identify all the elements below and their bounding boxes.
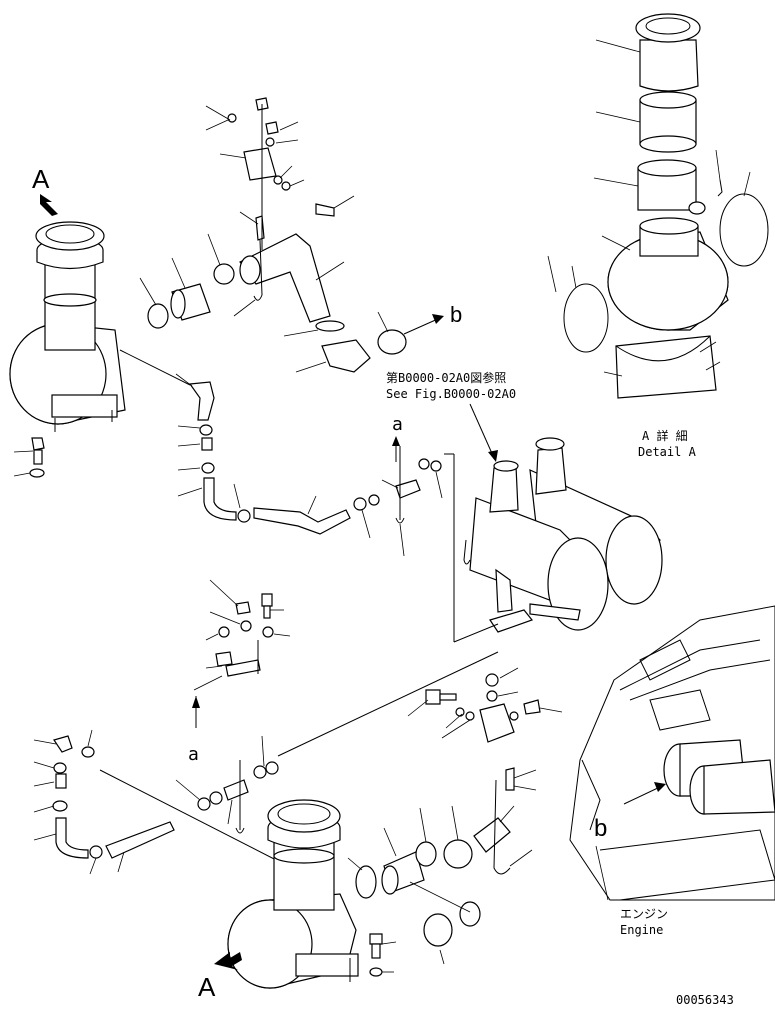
detail-a-label-en: Detail A	[638, 445, 697, 459]
arrow-right-icon	[214, 952, 242, 970]
see-fig-label-en: See Fig.B0000-02A0	[386, 387, 516, 401]
view-a-arrow-lower: A	[198, 952, 242, 1002]
ref-a-label-upper: a	[392, 414, 403, 435]
bracket-assembly-lower	[193, 579, 291, 691]
see-fig-label-jp: 第B0000-02A0図参照	[386, 370, 506, 385]
arrow-right-icon	[654, 782, 666, 792]
hose-chain-upper	[119, 349, 443, 557]
air-cleaner-upper	[9, 221, 126, 432]
ref-arrow-b-top: b	[403, 302, 462, 335]
bolt-and-washer-left	[13, 437, 45, 478]
detail-a-label-jp: A 詳 細	[642, 428, 688, 443]
see-figure-note: 第B0000-02A0図参照 See Fig.B0000-02A0	[386, 370, 516, 462]
ref-arrow-b-engine: b	[594, 782, 666, 842]
twin-air-cleaners	[444, 437, 663, 643]
engine-caption: エンジン Engine	[595, 845, 668, 937]
arrow-right-icon	[432, 314, 444, 324]
view-a-label-top: A	[32, 164, 50, 194]
bracket-assembly-lower-right	[407, 667, 563, 791]
engine-block	[569, 605, 775, 901]
intake-parts-upper	[139, 233, 407, 373]
engine-label-en: Engine	[620, 923, 663, 937]
view-a-arrow-upper: A	[32, 164, 58, 216]
intake-parts-lower	[347, 779, 533, 965]
ref-b-label-top: b	[450, 302, 462, 327]
hose-chain-lower	[33, 651, 499, 875]
bracket-assembly-top	[205, 97, 355, 250]
ref-a-lower: a	[188, 696, 200, 765]
ref-b-label-engine: b	[594, 815, 607, 842]
view-a-label-bottom: A	[198, 972, 216, 1002]
arrow-down-icon	[40, 194, 58, 216]
air-cleaner-lower	[227, 799, 359, 989]
detail-a-caption: A 詳 細 Detail A	[638, 428, 697, 459]
ref-a-upper: a	[392, 414, 403, 462]
bolt-and-washer-lower	[369, 933, 397, 977]
detail-a-exploded-view	[547, 13, 769, 399]
engine-label-jp: エンジン	[620, 907, 668, 921]
drawing-number: 00056343	[676, 993, 734, 1007]
ref-a-label-lower: a	[188, 744, 199, 765]
